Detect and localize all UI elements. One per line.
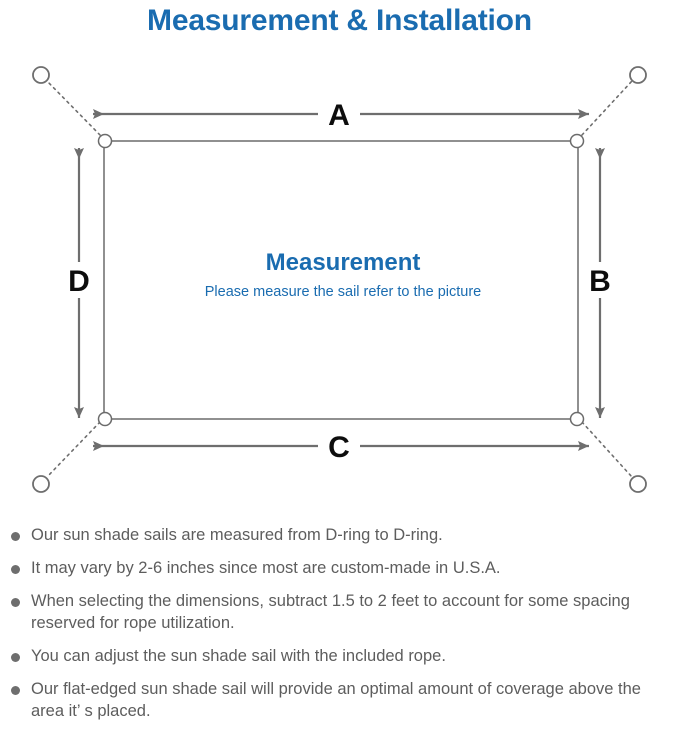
d-ring-top-left <box>97 133 113 149</box>
list-item: When selecting the dimensions, subtract … <box>0 590 679 634</box>
anchor-rope-lines <box>46 80 633 478</box>
dimension-label-c: C <box>328 431 350 464</box>
d-ring-bottom-left <box>97 411 113 427</box>
note-text: Our sun shade sails are measured from D-… <box>31 526 443 544</box>
note-text: You can adjust the sun shade sail with t… <box>31 647 446 665</box>
anchor-rope-bottom-left <box>46 421 101 478</box>
bullet-icon <box>11 532 20 541</box>
list-item: It may vary by 2-6 inches since most are… <box>0 557 679 579</box>
d-rings <box>97 133 585 427</box>
page-title: Measurement & Installation <box>147 4 532 37</box>
d-ring-bottom-right <box>569 411 585 427</box>
diagram-center-subtitle: Please measure the sail refer to the pic… <box>205 284 481 300</box>
d-ring-top-right <box>569 133 585 149</box>
bullet-icon <box>11 686 20 695</box>
list-item: You can adjust the sun shade sail with t… <box>0 645 679 667</box>
bullet-icon <box>11 598 20 607</box>
anchor-point-top-left <box>32 66 50 84</box>
note-text: Our flat-edged sun shade sail will provi… <box>31 680 641 720</box>
dimension-label-a: A <box>328 99 350 132</box>
dimension-label-b: B <box>589 265 611 298</box>
dimension-label-d: D <box>68 265 90 298</box>
anchor-rope-bottom-right <box>581 421 633 478</box>
bullet-icon <box>11 565 20 574</box>
diagram-svg: A C D B Measurement Please measure the s… <box>32 66 647 493</box>
anchor-rope-top-left <box>46 80 101 136</box>
anchor-point-top-right <box>629 66 647 84</box>
note-text: It may vary by 2-6 inches since most are… <box>31 559 501 577</box>
bullet-icon <box>11 653 20 662</box>
notes-list: Our sun shade sails are measured from D-… <box>0 524 679 733</box>
anchor-points <box>32 66 647 493</box>
list-item: Our sun shade sails are measured from D-… <box>0 524 679 546</box>
diagram-center-title: Measurement <box>266 249 421 276</box>
measurement-diagram: A C D B Measurement Please measure the s… <box>0 48 679 520</box>
note-text: When selecting the dimensions, subtract … <box>31 592 630 632</box>
anchor-point-bottom-left <box>32 475 50 493</box>
anchor-rope-top-right <box>581 80 633 136</box>
sail-outline <box>103 140 579 420</box>
anchor-point-bottom-right <box>629 475 647 493</box>
list-item: Our flat-edged sun shade sail will provi… <box>0 678 679 722</box>
